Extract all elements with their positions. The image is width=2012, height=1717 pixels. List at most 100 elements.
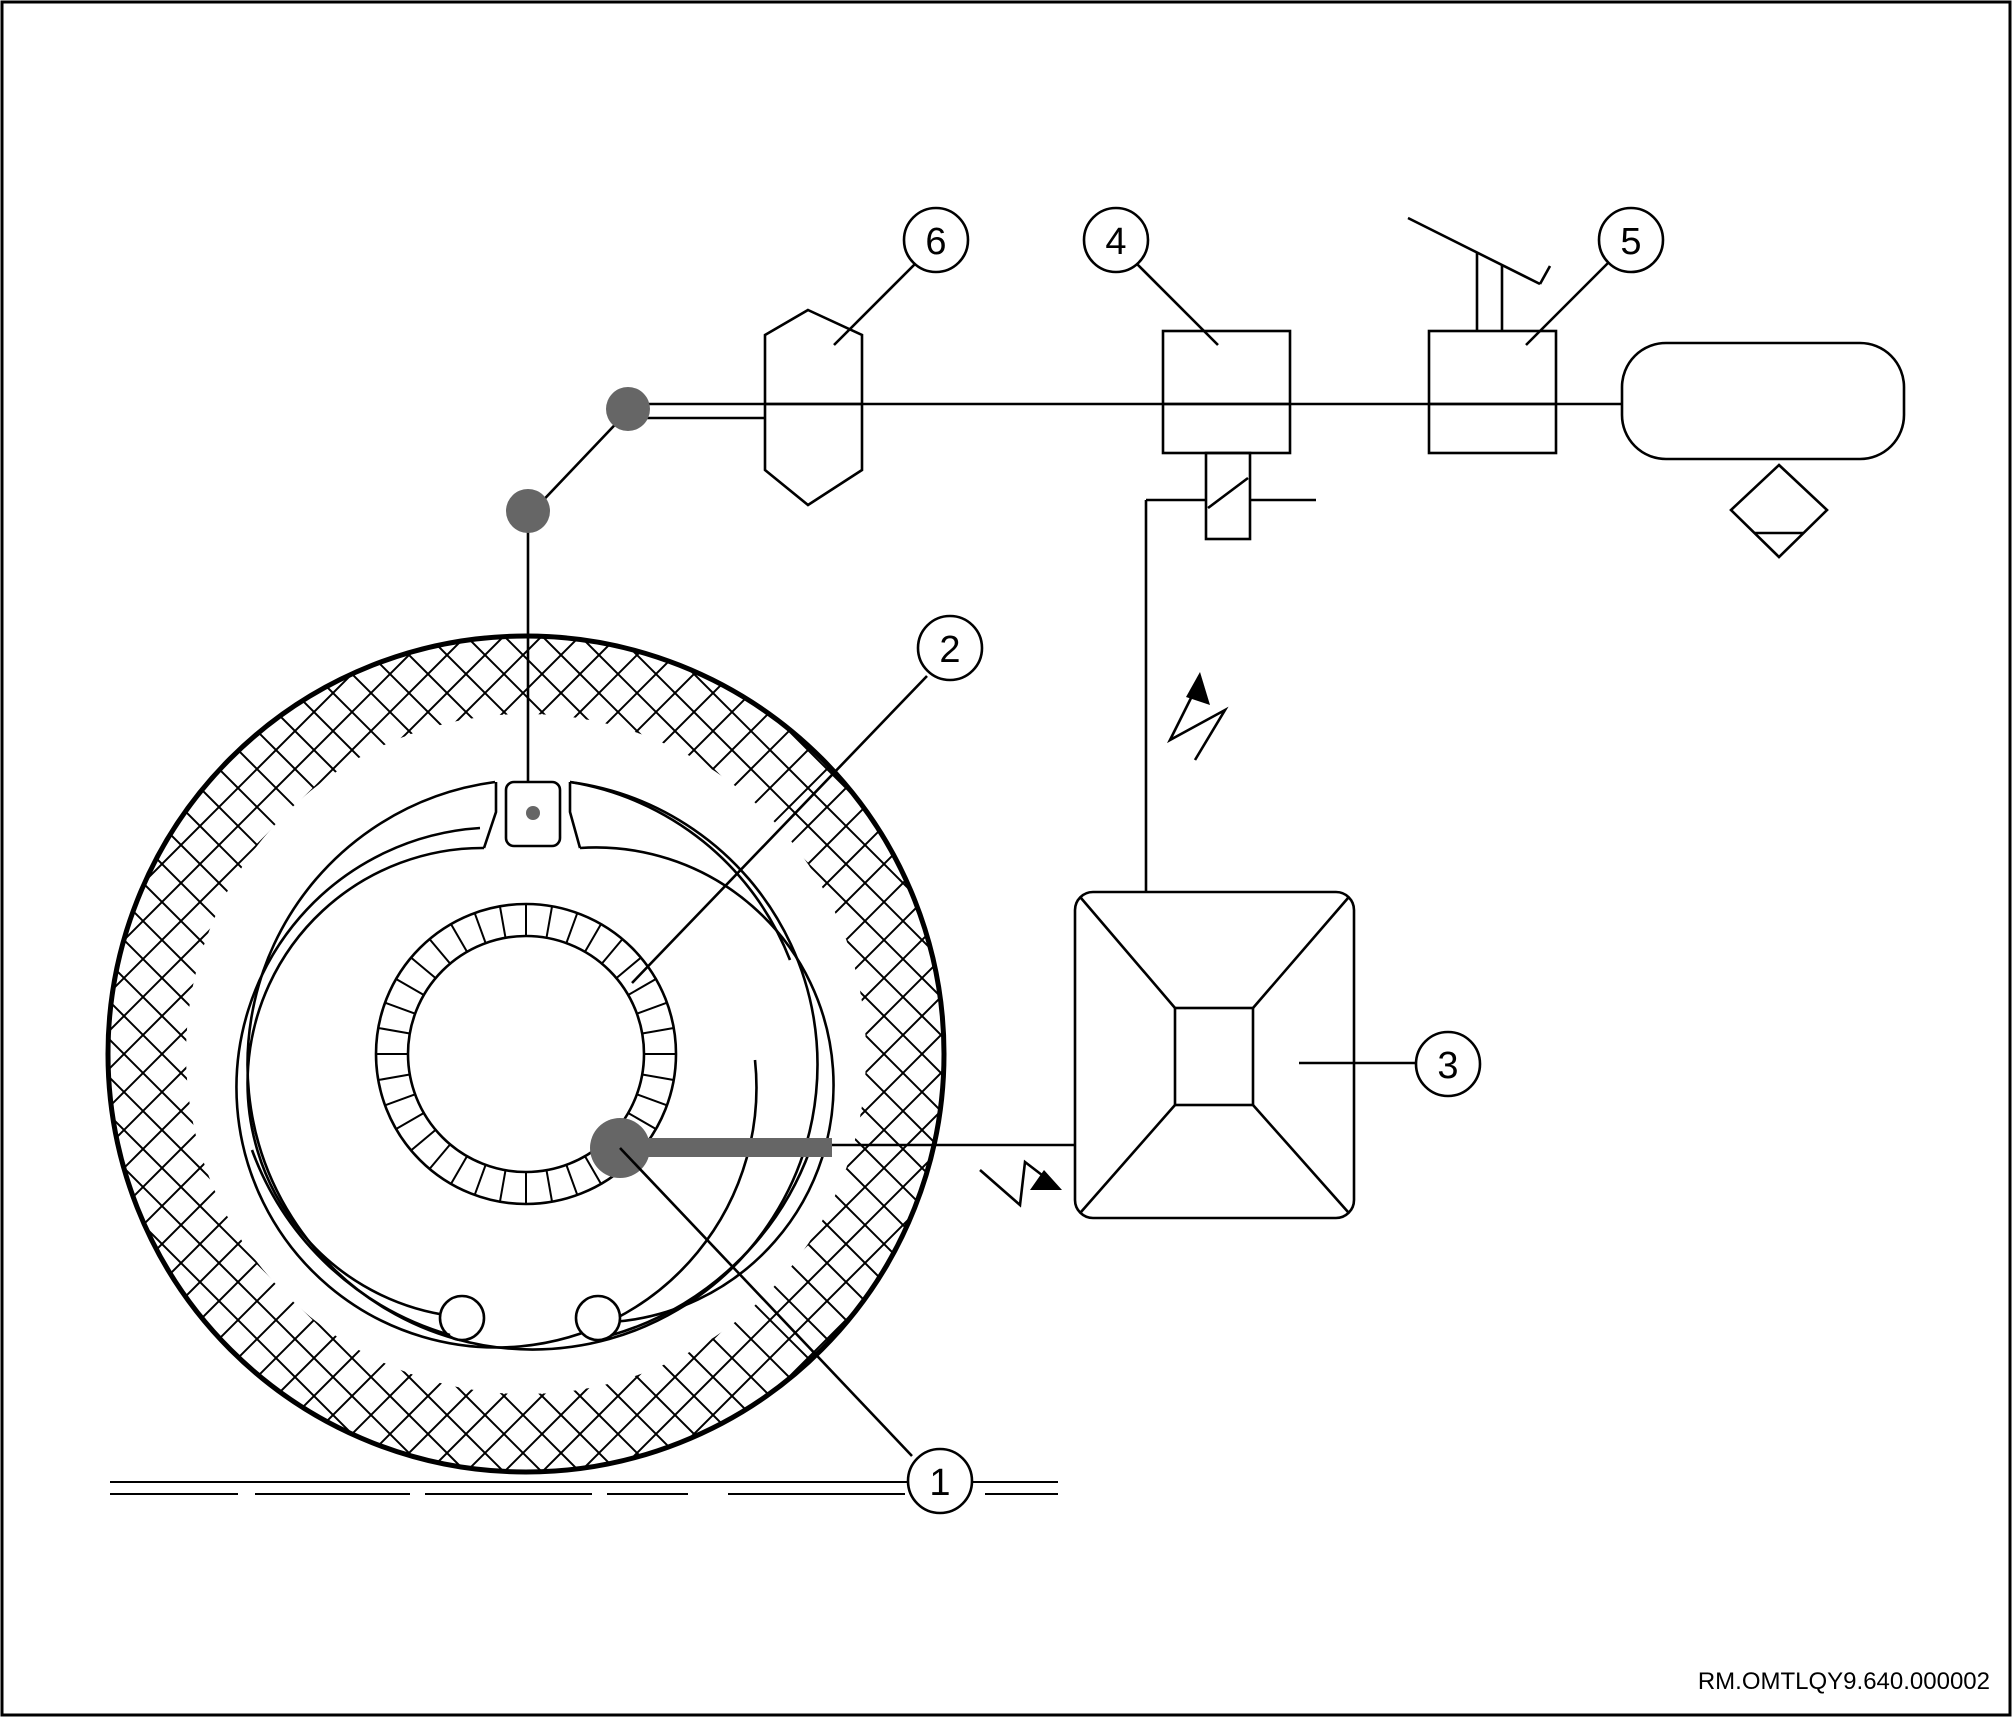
tone-ring-tooth xyxy=(395,978,425,996)
tone-ring-tooth xyxy=(545,906,554,938)
tread-hatch-line xyxy=(1067,608,2012,1555)
tread-hatch-line xyxy=(535,553,1537,1555)
tread-hatch-line xyxy=(0,553,777,1332)
callout-3: 3 xyxy=(1299,1030,1482,1098)
solenoid xyxy=(1204,451,1252,541)
ecu-body xyxy=(1073,890,1356,1220)
tone-ring-tooth xyxy=(642,1026,674,1035)
tire-outline xyxy=(105,633,947,1475)
tread-hatch-line xyxy=(41,553,1043,1555)
tone-ring-tooth xyxy=(498,1170,507,1202)
tread-hatch-line xyxy=(0,553,663,1218)
tread-hatch-line xyxy=(193,553,1195,1555)
wheel-speed-sensor xyxy=(590,1118,832,1178)
tread-hatch-line xyxy=(0,1042,511,1555)
tread-hatch-line xyxy=(0,553,625,1180)
tread-hatch-line xyxy=(1029,553,2012,1538)
tread-hatch-line xyxy=(649,553,1651,1555)
callout-3-label: 3 xyxy=(1437,1045,1458,1087)
callout-6-label: 6 xyxy=(925,221,946,263)
tread-hatch-line xyxy=(307,553,1309,1555)
brake-line-diagonal xyxy=(532,410,629,512)
tread-hatch-line xyxy=(1181,722,2012,1555)
tread-hatch-line xyxy=(1219,760,2012,1555)
tread-hatch-line xyxy=(1029,570,2012,1555)
tone-ring-tooth xyxy=(584,923,602,953)
tone-ring-tooth xyxy=(565,1164,579,1196)
callout-1-label: 1 xyxy=(929,1462,950,1504)
tone-ring-tooth xyxy=(636,1093,668,1107)
tread-hatch-line xyxy=(0,1346,207,1555)
tone-ring-tooth xyxy=(384,1093,416,1107)
tread-hatch-line xyxy=(991,553,1993,1555)
ecu-core xyxy=(1173,1006,1255,1107)
tread-hatch-line xyxy=(0,553,245,800)
tread-hatch-line xyxy=(0,553,929,1484)
tread-hatch-line xyxy=(0,553,587,1142)
tread-hatch-line xyxy=(0,1498,55,1555)
tread-hatch-line xyxy=(269,553,1271,1555)
brake-shoe-outer-left xyxy=(246,780,819,1351)
tread-hatch-line xyxy=(0,1156,397,1555)
tone-ring-teeth xyxy=(376,904,676,1204)
tone-ring-tooth xyxy=(498,906,507,938)
tread-hatch-line xyxy=(0,890,663,1555)
callout-4: 4 xyxy=(1082,206,1219,346)
tread-hatch-line xyxy=(0,553,511,1066)
callout-2: 2 xyxy=(631,614,984,984)
tread-hatch-line xyxy=(1143,684,2012,1555)
tone-ring-tooth xyxy=(601,938,624,965)
tread-hatch-line xyxy=(801,553,1803,1555)
tone-ring-tooth xyxy=(384,1001,416,1015)
anchor-pin-left xyxy=(438,1294,486,1342)
wheel-assembly xyxy=(0,553,2012,1555)
tread-hatch-line xyxy=(0,553,321,876)
tone-ring-tooth xyxy=(636,1001,668,1015)
brake-pedal xyxy=(1407,216,1552,331)
tread-hatch-line xyxy=(0,1270,283,1555)
tone-ring-tooth xyxy=(428,938,451,965)
tread-hatch-line xyxy=(0,553,853,1408)
tone-ring-tooth xyxy=(378,1073,410,1082)
tone-ring-tooth xyxy=(410,956,437,979)
tread-hatch-line xyxy=(0,553,283,838)
tread-hatch-line xyxy=(0,586,967,1555)
tread-hatch-line xyxy=(0,553,549,1104)
tread-hatch-line xyxy=(1105,646,2012,1555)
tread-hatch-line xyxy=(1143,553,2012,1424)
tread-hatch-line xyxy=(0,553,359,914)
tread-hatch-line xyxy=(0,1080,473,1555)
callout-6: 6 xyxy=(833,206,970,346)
tone-ring xyxy=(374,902,678,1206)
signal-arrow-up-icon xyxy=(1166,672,1229,761)
abs-modulator-valve xyxy=(1161,329,1292,455)
tread-hatch-line xyxy=(79,553,1081,1555)
tire-tread xyxy=(0,553,2012,1555)
tread-hatch-line xyxy=(1105,553,2012,1462)
tread-hatch-line xyxy=(0,553,473,1028)
callout-2-label: 2 xyxy=(939,629,960,671)
tread-hatch-line xyxy=(0,553,55,610)
tread-hatch-line xyxy=(877,553,1879,1555)
tone-ring-tooth xyxy=(627,1112,657,1130)
signal-arrow-right-icon xyxy=(979,1159,1062,1208)
ecu xyxy=(1073,890,1356,1220)
tread-hatch-line xyxy=(231,553,1233,1555)
tread-hatch-line xyxy=(0,1194,359,1555)
tone-ring-tooth xyxy=(565,912,579,944)
tone-ring-tooth xyxy=(584,1155,602,1185)
tread-hatch-line xyxy=(497,553,1499,1555)
tread-hatch-line xyxy=(117,553,1119,1555)
tread-hatch-line xyxy=(763,553,1765,1555)
tone-ring-tooth xyxy=(450,1155,468,1185)
tread-hatch-line xyxy=(3,553,1005,1555)
tread-hatch-line xyxy=(0,553,169,724)
tone-ring-tooth xyxy=(642,1073,674,1082)
tone-ring-tooth xyxy=(473,912,487,944)
tone-ring-tooth xyxy=(378,1026,410,1035)
sensor-body xyxy=(620,1138,832,1157)
tread-hatch-line xyxy=(1181,553,2012,1386)
